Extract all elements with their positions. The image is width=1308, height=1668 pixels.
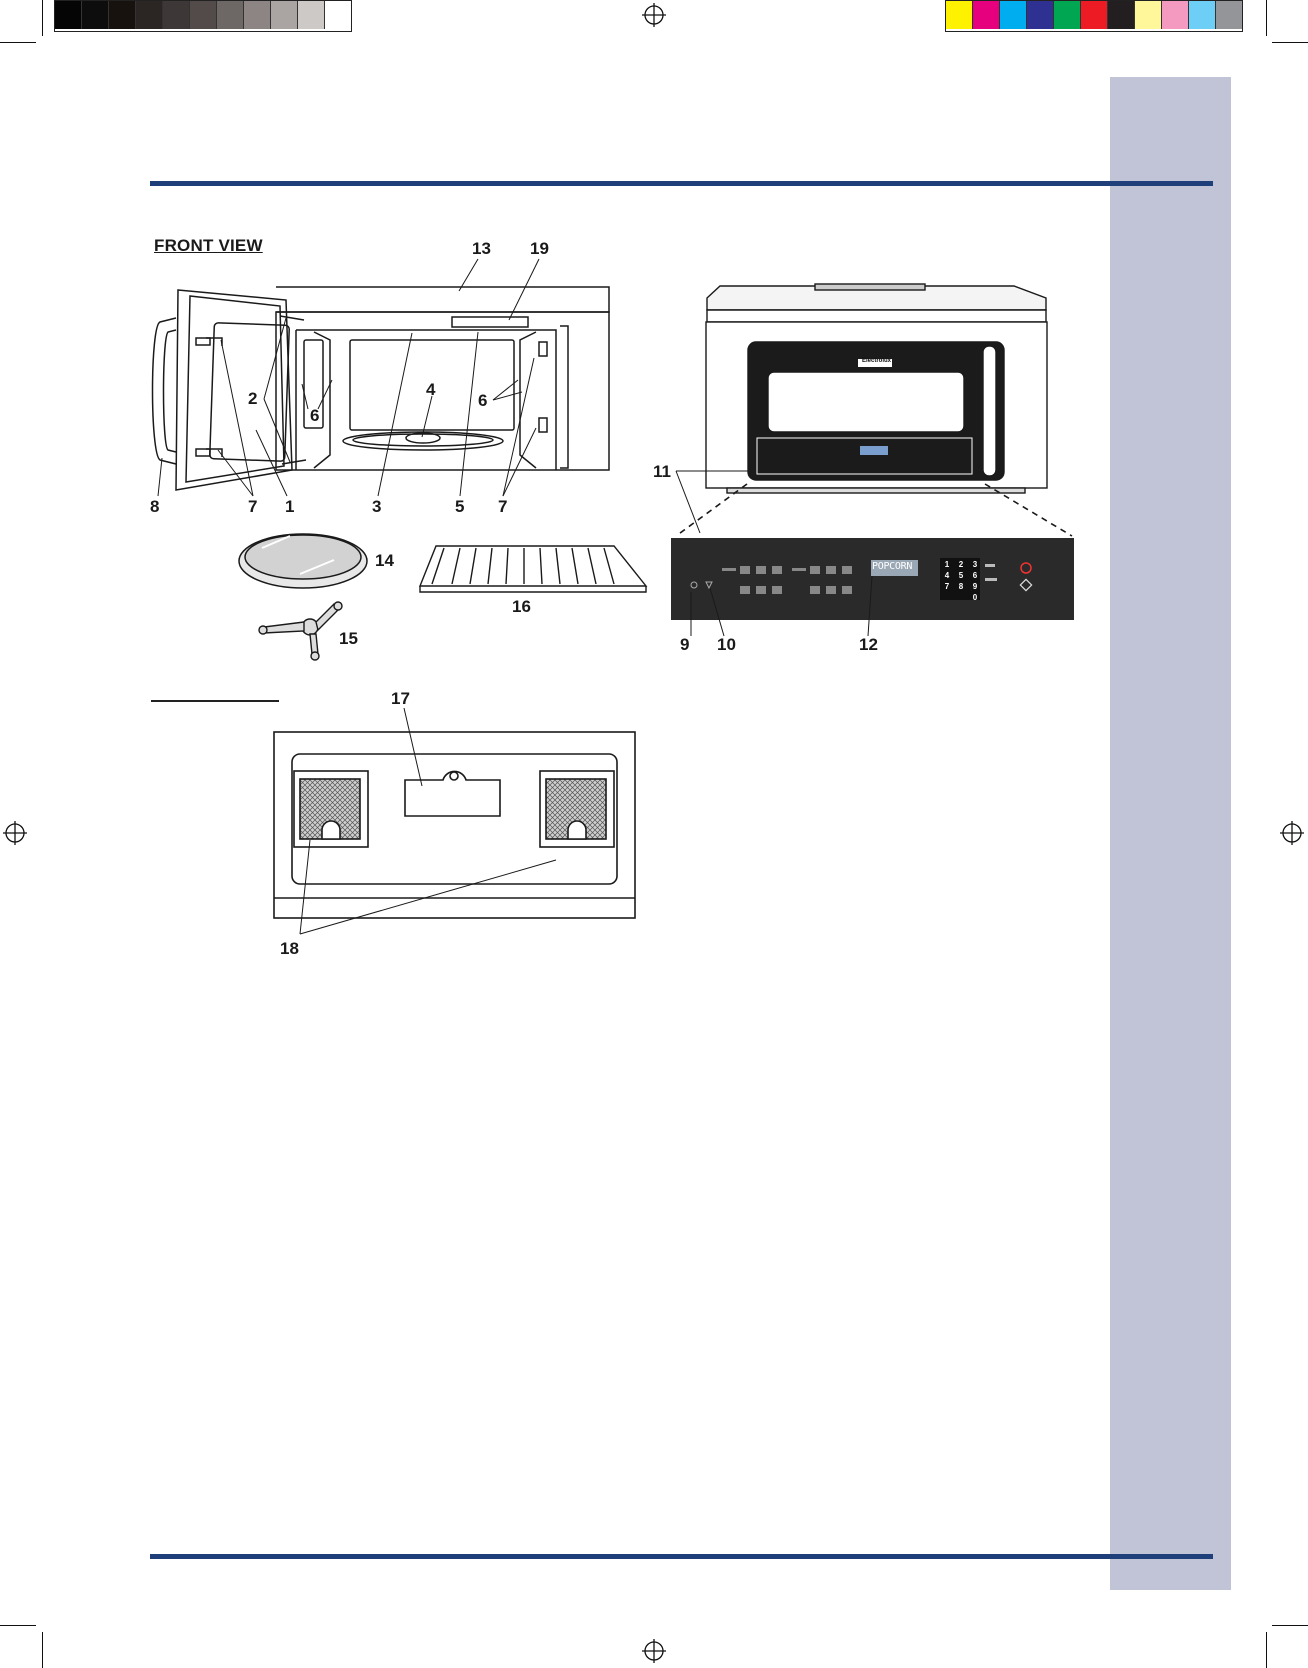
callout-1: 1: [285, 498, 294, 515]
brand-logo: Electrolux: [862, 358, 891, 364]
callout-2: 2: [248, 390, 257, 407]
callout-3: 3: [372, 498, 381, 515]
callout-10: 10: [717, 636, 736, 653]
callout-6a: 6: [310, 407, 319, 424]
callout-17: 17: [391, 690, 410, 707]
keypad-key: 9: [968, 582, 982, 591]
keypad-key: 6: [968, 571, 982, 580]
rear-view-drawing: [274, 732, 635, 918]
callout-12: 12: [859, 636, 878, 653]
roller-ring-drawing: [259, 602, 342, 660]
registration-mark-left: [3, 821, 27, 845]
microwave-closed-drawing: [706, 284, 1047, 493]
callout-15: 15: [339, 630, 358, 647]
callout-5: 5: [455, 498, 464, 515]
keypad-key: 4: [940, 571, 954, 580]
registration-mark-top: [642, 3, 666, 27]
keypad-key: 7: [940, 582, 954, 591]
callout-9: 9: [680, 636, 689, 653]
callout-7b: 7: [498, 498, 507, 515]
callout-19: 19: [530, 240, 549, 257]
control-panel-closeup: [671, 538, 1074, 620]
callout-11: 11: [653, 463, 671, 480]
registration-mark-bottom: [642, 1639, 666, 1663]
glass-tray-drawing: [239, 534, 367, 588]
callout-14: 14: [375, 552, 394, 569]
callout-16: 16: [512, 598, 531, 615]
cooking-rack-drawing: [420, 546, 646, 592]
keypad-key: 3: [968, 560, 982, 569]
callout-6b: 6: [478, 392, 487, 409]
microwave-open-drawing: [153, 287, 610, 490]
keypad-key: 5: [954, 571, 968, 580]
callout-4: 4: [426, 381, 435, 398]
keypad-key: 0: [968, 593, 982, 602]
keypad-key: 1: [940, 560, 954, 569]
registration-mark-right: [1280, 821, 1304, 845]
callout-8: 8: [150, 498, 159, 515]
keypad-key: 8: [954, 582, 968, 591]
keypad-key: 2: [954, 560, 968, 569]
display-readout: POPCORN: [872, 561, 912, 572]
callout-7a: 7: [248, 498, 257, 515]
callout-18: 18: [280, 940, 299, 957]
callout-13: 13: [472, 240, 491, 257]
